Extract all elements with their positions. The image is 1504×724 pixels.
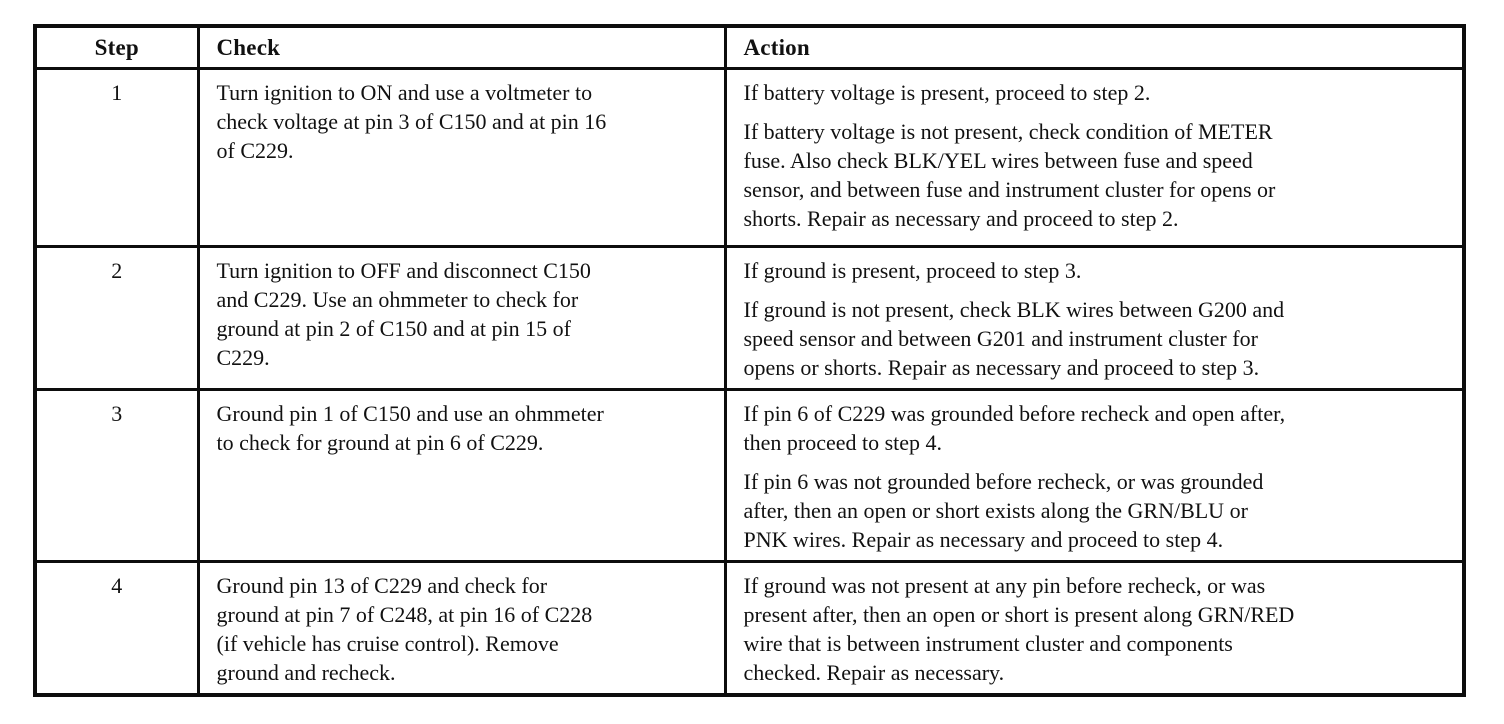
- action-paragraph: If pin 6 of C229 was grounded before rec…: [743, 400, 1286, 455]
- check-text: Ground pin 13 of C229 and check for grou…: [216, 572, 593, 685]
- action-cell: If ground was not present at any pin bef…: [723, 559, 1466, 696]
- action-paragraph: If ground is present, proceed to step 3.: [743, 257, 1082, 283]
- step-number: 2: [33, 244, 200, 391]
- action-paragraph: If battery voltage is present, proceed t…: [743, 79, 1151, 105]
- check-text: Ground pin 1 of C150 and use an ohmmeter…: [216, 400, 604, 455]
- action-paragraph: If battery voltage is not present, check…: [743, 118, 1276, 231]
- diagnostic-table: Step Check Action 1 Turn ignition to ON …: [33, 24, 1466, 697]
- column-header-step: Step: [33, 24, 200, 70]
- table-row-step-4: 4 Ground pin 13 of C229 and check for gr…: [33, 559, 1466, 696]
- check-text: Turn ignition to OFF and disconnect C150…: [216, 257, 591, 370]
- table-row-step-1: 1 Turn ignition to ON and use a voltmete…: [33, 66, 1466, 248]
- table-row-step-2: 2 Turn ignition to OFF and disconnect C1…: [33, 244, 1466, 391]
- table-row-step-3: 3 Ground pin 1 of C150 and use an ohmmet…: [33, 387, 1466, 563]
- check-cell: Ground pin 13 of C229 and check for grou…: [196, 559, 727, 696]
- check-cell: Turn ignition to ON and use a voltmeter …: [196, 66, 727, 248]
- step-number: 1: [33, 66, 200, 248]
- column-header-action: Action: [723, 24, 1466, 70]
- action-paragraph: If ground was not present at any pin bef…: [743, 572, 1295, 685]
- action-cell: If battery voltage is present, proceed t…: [723, 66, 1466, 248]
- column-header-check: Check: [196, 24, 727, 70]
- check-cell: Turn ignition to OFF and disconnect C150…: [196, 244, 727, 391]
- step-number: 4: [33, 559, 200, 696]
- check-text: Turn ignition to ON and use a voltmeter …: [216, 79, 607, 163]
- action-paragraph: If pin 6 was not grounded before recheck…: [743, 468, 1264, 552]
- action-paragraph: If ground is not present, check BLK wire…: [743, 296, 1285, 380]
- step-number: 3: [33, 387, 200, 563]
- action-cell: If ground is present, proceed to step 3.…: [723, 244, 1466, 391]
- action-cell: If pin 6 of C229 was grounded before rec…: [723, 387, 1466, 563]
- check-cell: Ground pin 1 of C150 and use an ohmmeter…: [196, 387, 727, 563]
- table-header-row: Step Check Action: [33, 24, 1466, 70]
